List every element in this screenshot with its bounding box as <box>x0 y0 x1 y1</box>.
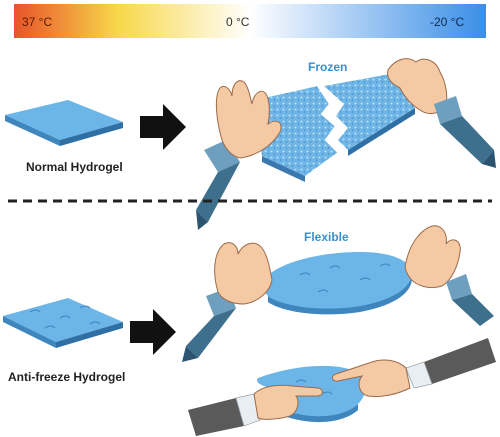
temperature-scale: 37 °C 0 °C -20 °C <box>14 4 486 38</box>
flexible-label: Flexible <box>304 230 349 244</box>
left-hand-frozen <box>196 80 282 230</box>
right-hand-flexible <box>404 225 494 326</box>
frozen-label: Frozen <box>308 60 347 74</box>
pointing-hand-left <box>188 384 323 436</box>
anti-freeze-hydrogel-label: Anti-freeze Hydrogel <box>8 370 125 384</box>
pointing-hand-right <box>331 338 496 397</box>
frozen-hydrogel-slab <box>255 74 415 182</box>
temp-label-zero: 0 °C <box>226 15 250 29</box>
arrow-right-icon <box>130 309 176 355</box>
temp-label-hot: 37 °C <box>22 15 52 29</box>
right-hand-frozen <box>387 58 496 168</box>
normal-hydrogel-label: Normal Hydrogel <box>26 160 123 174</box>
temperature-gradient-bar <box>14 4 486 38</box>
arrow-right-icon <box>140 104 186 150</box>
normal-hydrogel-slab <box>5 100 123 146</box>
temp-label-cold: -20 °C <box>430 15 464 29</box>
left-hand-flexible <box>182 242 273 362</box>
anti-freeze-hydrogel-slab <box>3 298 123 348</box>
stretched-hydrogel-slab <box>263 252 412 315</box>
